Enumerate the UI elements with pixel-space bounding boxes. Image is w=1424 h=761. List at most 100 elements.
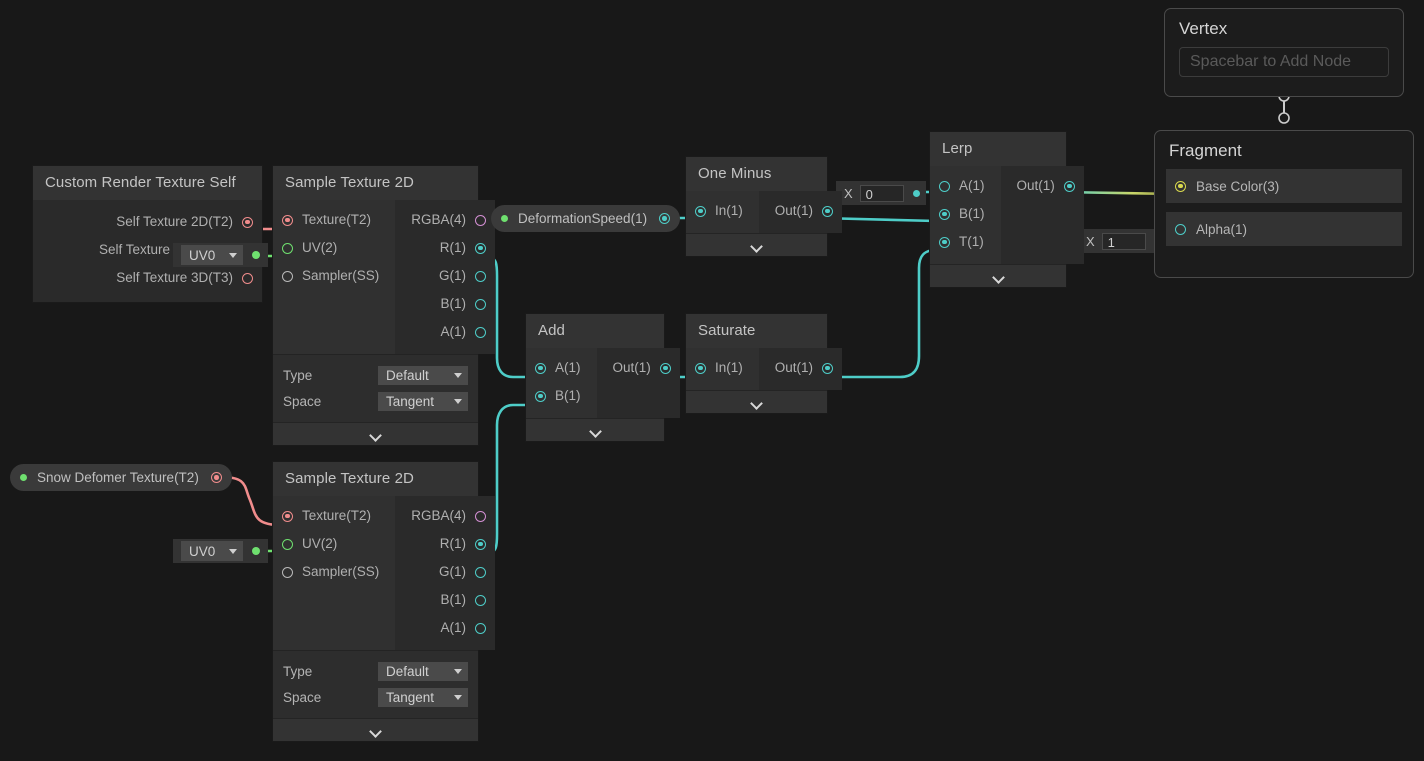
uv-select[interactable]: UV0	[181, 245, 243, 265]
port-dot-a[interactable]	[475, 326, 487, 338]
setting-space[interactable]: Space Tangent	[283, 388, 468, 414]
uv-output-dot[interactable]	[252, 547, 260, 555]
port-dot-a[interactable]	[939, 180, 950, 192]
port-dot-rgba[interactable]	[475, 214, 487, 226]
uv-dropdown-sample-b[interactable]: UV0	[173, 539, 268, 563]
node-saturate[interactable]: Saturate In(1) Out(1)	[686, 314, 843, 413]
property-deformation-speed[interactable]: DeformationSpeed(1)	[491, 205, 681, 232]
collapse-toggle[interactable]	[273, 718, 478, 741]
port-b[interactable]: B(1)	[425, 586, 496, 614]
node-custom-render-texture-self[interactable]: Custom Render Texture Self Self Texture …	[33, 166, 262, 302]
port-uv[interactable]: UV(2)	[273, 530, 395, 558]
port-texture[interactable]: Texture(T2)	[273, 502, 395, 530]
port-self-texture-3d[interactable]: Self Texture 3D(T3)	[100, 264, 262, 292]
port-dot-in[interactable]	[695, 362, 706, 374]
port-t[interactable]: T(1)	[930, 228, 1001, 256]
port-a[interactable]: A(1)	[425, 318, 496, 346]
port-in[interactable]: In(1)	[686, 197, 759, 225]
port-dot-uv[interactable]	[282, 242, 293, 254]
port-rgba[interactable]: RGBA(4)	[395, 502, 495, 530]
port-dot-texture[interactable]	[282, 510, 293, 522]
port-dot-out[interactable]	[1063, 180, 1075, 192]
port-dot-r[interactable]	[475, 538, 487, 550]
property-output-dot[interactable]	[210, 472, 222, 483]
master-stack-fragment[interactable]: Fragment Base Color(3) Alpha(1)	[1154, 130, 1414, 278]
block-base-color[interactable]: Base Color(3)	[1166, 169, 1402, 203]
port-in[interactable]: In(1)	[686, 354, 759, 382]
space-select[interactable]: Tangent	[378, 687, 468, 707]
node-lerp[interactable]: Lerp A(1) B(1) T(1) Out(1)	[930, 132, 1084, 287]
port-b[interactable]: B(1)	[526, 382, 597, 410]
value-field[interactable]: 0	[859, 184, 904, 202]
collapse-toggle[interactable]	[273, 422, 478, 445]
add-node-placeholder[interactable]: Spacebar to Add Node	[1179, 47, 1389, 77]
port-texture[interactable]: Texture(T2)	[273, 206, 395, 234]
port-out[interactable]: Out(1)	[1001, 172, 1084, 200]
port-dot-alpha[interactable]	[1175, 223, 1186, 235]
float-output-dot[interactable]	[912, 189, 920, 197]
port-dot-base-color[interactable]	[1175, 180, 1186, 192]
block-alpha[interactable]: Alpha(1)	[1166, 212, 1402, 246]
port-r[interactable]: R(1)	[424, 234, 495, 262]
uv-select[interactable]: UV0	[181, 541, 243, 561]
port-dot-a[interactable]	[475, 622, 487, 634]
node-add[interactable]: Add A(1) B(1) Out(1)	[526, 314, 680, 441]
port-dot-r[interactable]	[475, 242, 487, 254]
property-output-dot[interactable]	[659, 213, 671, 224]
port-r[interactable]: R(1)	[424, 530, 495, 558]
uv-dropdown-crt[interactable]: UV0	[173, 243, 268, 267]
property-snow-deformer-texture[interactable]: Snow Defomer Texture(T2)	[10, 464, 232, 491]
port-dot-texture-3d[interactable]	[242, 272, 253, 284]
port-a[interactable]: A(1)	[425, 614, 496, 642]
port-dot-b[interactable]	[475, 298, 487, 310]
port-dot-in[interactable]	[695, 205, 706, 217]
float-input-lerp-a[interactable]: X 0	[836, 181, 926, 205]
port-dot-out[interactable]	[822, 205, 834, 217]
collapse-toggle[interactable]	[686, 390, 827, 413]
port-dot-out[interactable]	[822, 362, 834, 374]
node-sample-texture-2d-b[interactable]: Sample Texture 2D Texture(T2) UV(2) Samp…	[273, 462, 496, 741]
node-one-minus[interactable]: One Minus In(1) Out(1)	[686, 157, 843, 256]
master-stack-vertex[interactable]: Vertex Spacebar to Add Node	[1164, 8, 1404, 97]
setting-space[interactable]: Space Tangent	[283, 684, 468, 710]
port-dot-rgba[interactable]	[475, 510, 487, 522]
port-dot-g[interactable]	[475, 566, 487, 578]
port-dot-g[interactable]	[475, 270, 487, 282]
port-dot-sampler[interactable]	[282, 566, 293, 578]
port-dot-texture[interactable]	[242, 216, 253, 228]
setting-type[interactable]: Type Default	[283, 658, 468, 684]
port-dot-b[interactable]	[535, 390, 546, 402]
uv-output-dot[interactable]	[252, 251, 260, 259]
setting-type[interactable]: Type Default	[283, 362, 468, 388]
port-sampler[interactable]: Sampler(SS)	[273, 558, 395, 586]
node-sample-texture-2d-a[interactable]: Sample Texture 2D Texture(T2) UV(2) Samp…	[273, 166, 496, 445]
port-rgba[interactable]: RGBA(4)	[395, 206, 495, 234]
port-a[interactable]: A(1)	[930, 172, 1001, 200]
port-out[interactable]: Out(1)	[597, 354, 680, 382]
port-dot-t[interactable]	[939, 236, 950, 248]
port-sampler[interactable]: Sampler(SS)	[273, 262, 395, 290]
port-out[interactable]: Out(1)	[759, 197, 842, 225]
port-dot-texture[interactable]	[282, 214, 293, 226]
port-b[interactable]: B(1)	[425, 290, 496, 318]
collapse-toggle[interactable]	[930, 264, 1066, 287]
port-out[interactable]: Out(1)	[759, 354, 842, 382]
port-dot-a[interactable]	[535, 362, 546, 374]
port-g[interactable]: G(1)	[423, 558, 495, 586]
port-a[interactable]: A(1)	[526, 354, 597, 382]
port-g[interactable]: G(1)	[423, 262, 495, 290]
port-dot-b[interactable]	[475, 594, 487, 606]
value-field[interactable]: 1	[1101, 232, 1146, 250]
port-b[interactable]: B(1)	[930, 200, 1001, 228]
port-dot-b[interactable]	[939, 208, 950, 220]
space-select[interactable]: Tangent	[378, 391, 468, 411]
type-select[interactable]: Default	[378, 661, 468, 681]
port-dot-out[interactable]	[659, 362, 671, 374]
type-select[interactable]: Default	[378, 365, 468, 385]
collapse-toggle[interactable]	[526, 418, 664, 441]
port-dot-uv[interactable]	[282, 538, 293, 550]
port-uv[interactable]: UV(2)	[273, 234, 395, 262]
collapse-toggle[interactable]	[686, 233, 827, 256]
port-dot-sampler[interactable]	[282, 270, 293, 282]
